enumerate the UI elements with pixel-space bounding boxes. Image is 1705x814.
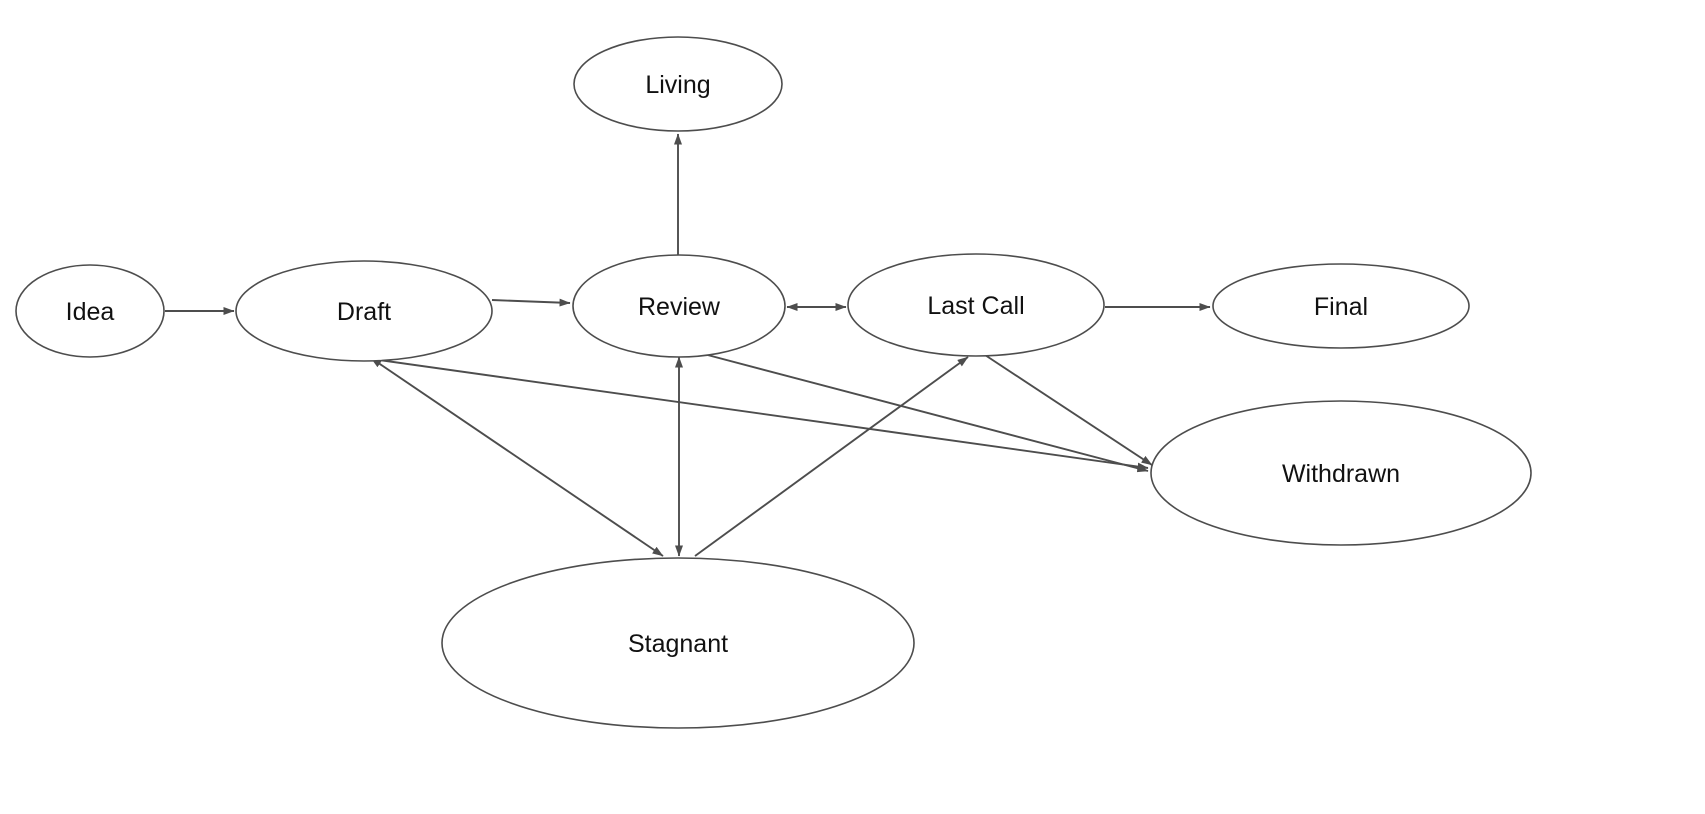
edge-stagnant-lastcall xyxy=(694,356,969,557)
node-draft[interactable]: Draft xyxy=(235,260,493,362)
edge-draft-withdrawn xyxy=(371,358,1149,471)
node-idea[interactable]: Idea xyxy=(15,264,165,358)
node-shape-lastcall xyxy=(847,253,1105,357)
node-shape-withdrawn xyxy=(1150,400,1532,546)
edge-draft-review xyxy=(491,298,571,307)
node-label-draft: Draft xyxy=(337,298,391,326)
node-label-living: Living xyxy=(645,71,710,99)
edges-layer xyxy=(165,133,1211,557)
node-label-withdrawn: Withdrawn xyxy=(1282,460,1400,488)
node-shape-draft xyxy=(235,260,493,362)
node-shape-idea xyxy=(15,264,165,358)
edge-draft-stagnant xyxy=(370,357,664,557)
node-label-stagnant: Stagnant xyxy=(628,630,728,658)
node-shape-living xyxy=(573,36,783,132)
node-living[interactable]: Living xyxy=(573,36,783,132)
node-label-lastcall: Last Call xyxy=(927,292,1024,320)
node-label-review: Review xyxy=(638,293,721,321)
node-final[interactable]: Final xyxy=(1212,263,1470,349)
node-withdrawn[interactable]: Withdrawn xyxy=(1150,400,1532,546)
node-shape-review xyxy=(572,254,786,358)
edge-lastcall-withdrawn xyxy=(984,354,1153,466)
node-shape-stagnant xyxy=(441,557,915,729)
edge-review-withdrawn xyxy=(699,352,1149,473)
node-shape-final xyxy=(1212,263,1470,349)
node-stagnant[interactable]: Stagnant xyxy=(441,557,915,729)
node-label-final: Final xyxy=(1314,293,1368,321)
node-label-idea: Idea xyxy=(66,298,115,326)
node-review[interactable]: Review xyxy=(572,254,786,358)
node-lastcall[interactable]: Last Call xyxy=(847,253,1105,357)
